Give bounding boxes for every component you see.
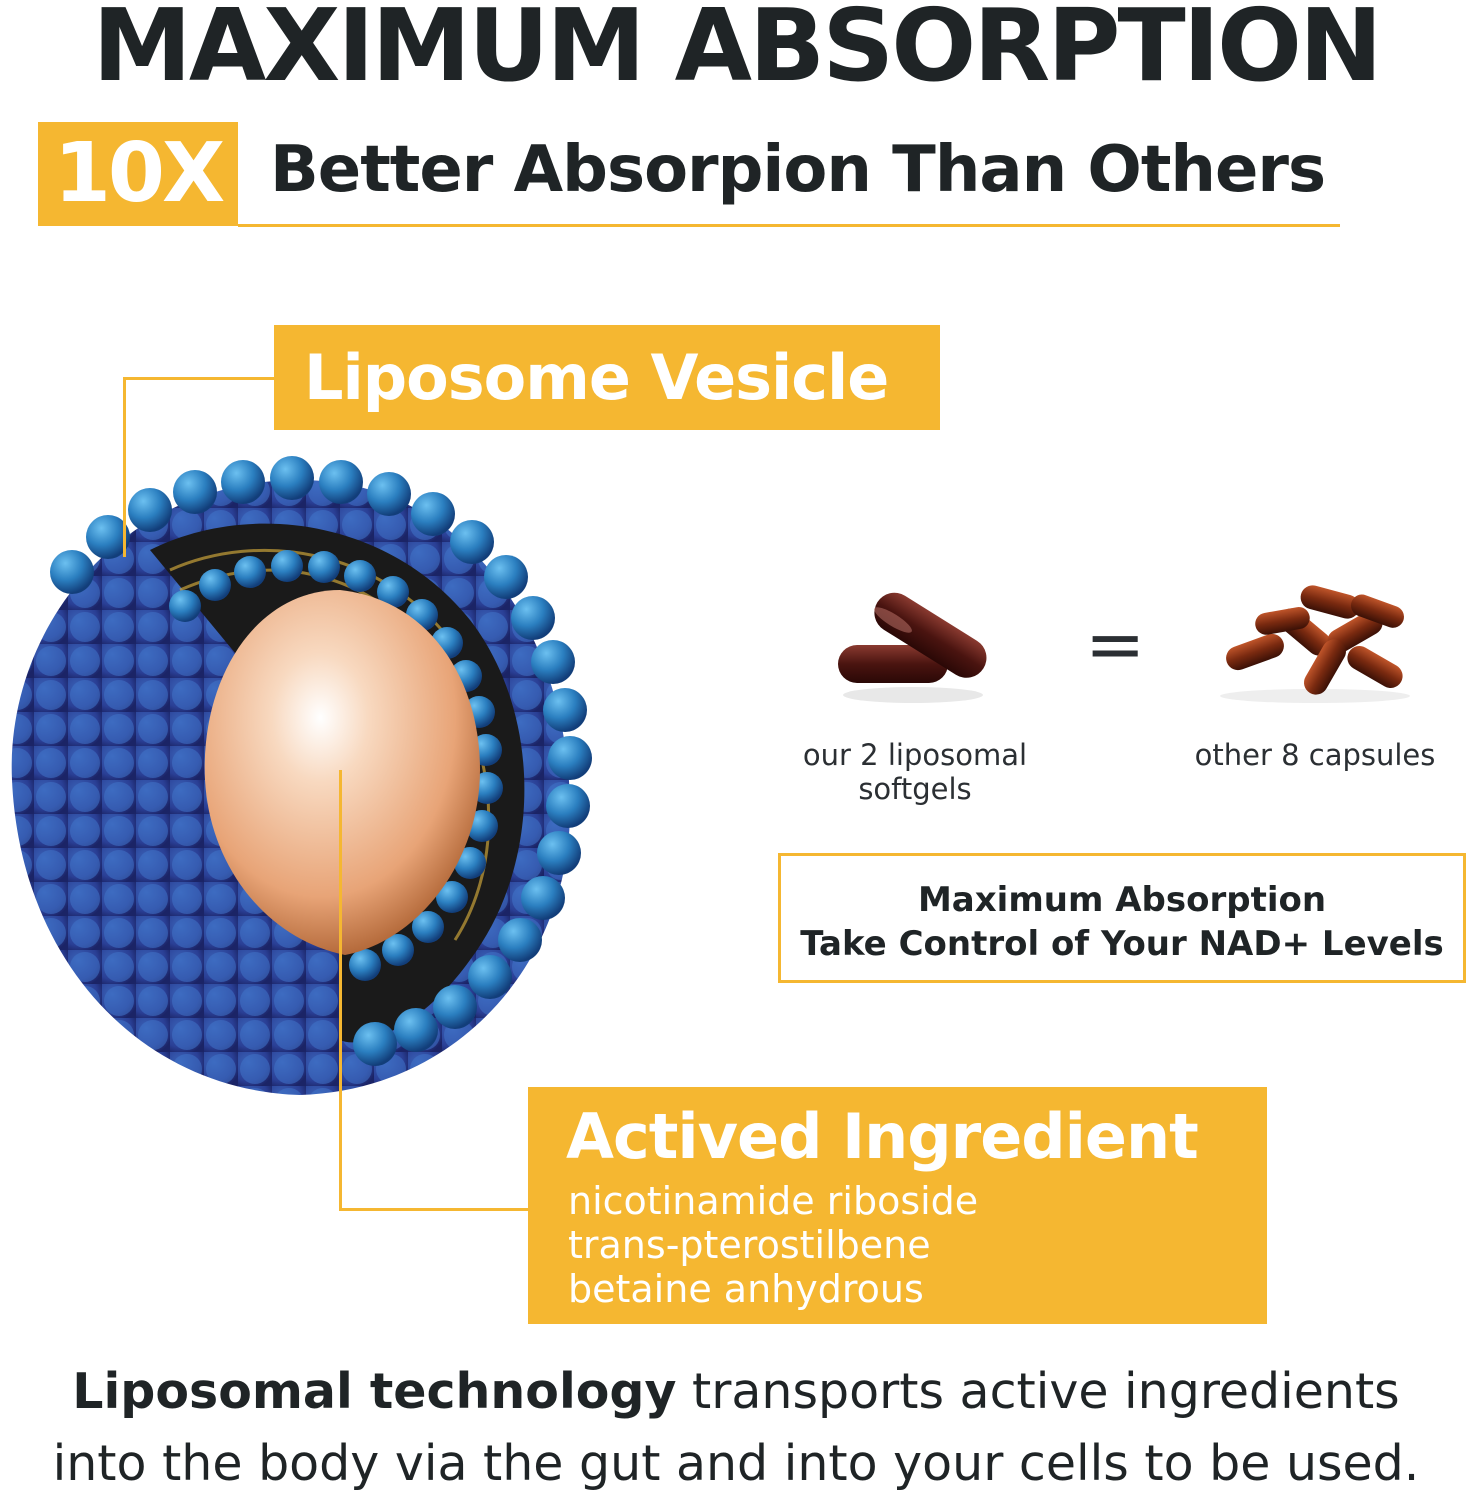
badge-10x: 10X [38,122,238,226]
ingredient-item: betaine anhydrous [568,1267,924,1311]
ingredient-leader-horizontal [339,1208,529,1211]
footer-bold: Liposomal technology [72,1363,677,1420]
liposomal-softgels-image [838,592,987,703]
liposome-vesicle-illustration [11,456,592,1095]
active-ingredient-title: Actived Ingredient [566,1100,1199,1173]
footer-text: Liposomal technology transports active i… [0,1356,1472,1500]
others-caption: other 8 capsules [1194,738,1436,772]
ours-caption-line1: our 2 liposomal [802,738,1028,772]
headline: MAXIMUM ABSORPTION [92,0,1382,104]
liposome-leader-horizontal [123,377,275,380]
promo-line1: Maximum Absorption [917,880,1327,920]
liposome-leader-vertical [123,377,126,557]
ingredient-item: nicotinamide riboside [568,1179,979,1223]
promo-line2: Take Control of Your NAD+ Levels [800,924,1444,964]
subheadline: Better Absorpion Than Others [270,133,1326,207]
ingredient-item: trans-pterostilbene [568,1223,931,1267]
footer-line1: Liposomal technology transports active i… [0,1356,1472,1428]
footer-line2: into the body via the gut and into your … [52,1435,1420,1492]
promo-box: Maximum Absorption Take Control of Your … [778,853,1466,983]
liposome-vesicle-text: Liposome Vesicle [304,341,889,414]
equals-sign: = [1085,602,1146,686]
ours-caption-line2: softgels [858,772,972,806]
active-ingredient-box: Actived Ingredient nicotinamide riboside… [528,1087,1267,1324]
subheadline-underline [238,224,1340,227]
ingredient-leader-vertical [339,770,342,1210]
footer-line1-rest: transports active ingredients [676,1363,1400,1420]
ours-caption: our 2 liposomal softgels [790,738,1040,806]
other-capsules-image [1220,585,1410,703]
liposome-vesicle-label: Liposome Vesicle [274,325,940,430]
ingredient-list: nicotinamide riboside trans-pterostilben… [568,1179,978,1311]
